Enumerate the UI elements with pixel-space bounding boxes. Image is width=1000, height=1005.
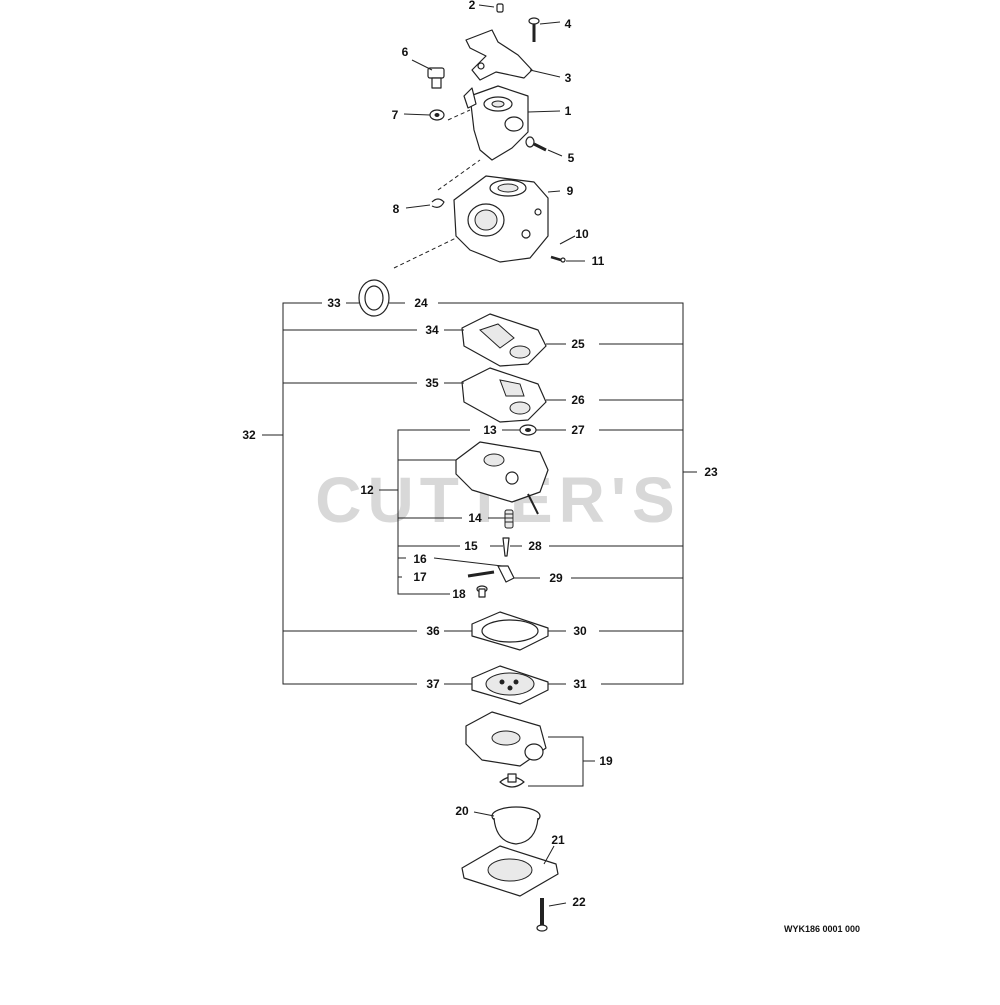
label-part-32: 32: [242, 428, 256, 442]
part-31-diaphragm: [471, 665, 549, 705]
part-17-pin-shaft: [467, 570, 495, 578]
label-part-26: 26: [571, 393, 585, 407]
part-8-clip: [431, 198, 445, 208]
label-part-33: 33: [327, 296, 341, 310]
label-part-25: 25: [571, 337, 585, 351]
part-2-pin: [496, 3, 504, 13]
part-3-bracket: [465, 29, 533, 81]
label-part-5: 5: [568, 151, 575, 165]
label-part-36: 36: [426, 624, 440, 638]
part-27-cup: [519, 424, 537, 436]
label-part-35: 35: [425, 376, 439, 390]
label-part-6: 6: [402, 45, 409, 59]
part-5-screw: [525, 136, 547, 152]
label-part-16: 16: [413, 552, 427, 566]
part-21-retainer-plate: [461, 845, 559, 897]
part-30-gasket: [471, 611, 549, 651]
label-part-22: 22: [572, 895, 586, 909]
bracket-lines: [262, 302, 697, 787]
label-part-30: 30: [573, 624, 587, 638]
label-part-13: 13: [483, 423, 497, 437]
label-part-8: 8: [393, 202, 400, 216]
label-part-7: 7: [392, 108, 399, 122]
label-part-4: 4: [565, 17, 572, 31]
part-25-gasket: [461, 313, 547, 367]
label-part-1: 1: [565, 104, 572, 118]
label-part-34: 34: [425, 323, 439, 337]
part-22-bolt: [536, 898, 548, 932]
part-28-needle: [502, 537, 510, 557]
label-part-20: 20: [455, 804, 469, 818]
part-number-labels: 2 4 3 6 7 1 5 8 9 10 11 33 24 34 25 35 2…: [242, 0, 718, 909]
part-9-carburetor-body: [453, 175, 549, 263]
part-29-lever: [497, 565, 515, 583]
leader-lines: [346, 4, 585, 907]
label-part-19: 19: [599, 754, 613, 768]
label-part-18: 18: [452, 587, 466, 601]
part-10-11-adjust-screws: [550, 255, 566, 263]
drawing-code: WYK186 0001 000: [784, 924, 860, 934]
part-26-gasket: [461, 367, 547, 423]
part-14-spring: [504, 509, 514, 529]
label-part-14: 14: [468, 511, 482, 525]
label-part-21: 21: [551, 833, 565, 847]
label-part-11: 11: [592, 254, 605, 268]
label-part-12: 12: [360, 483, 374, 497]
label-part-17: 17: [413, 570, 427, 584]
label-part-9: 9: [567, 184, 574, 198]
part-6-plug: [427, 67, 445, 89]
label-part-31: 31: [573, 677, 587, 691]
label-part-3: 3: [565, 71, 572, 85]
label-part-2: 2: [469, 0, 476, 12]
label-part-23: 23: [704, 465, 718, 479]
label-part-15: 15: [464, 539, 478, 553]
part-20-primer-bulb: [491, 806, 541, 845]
part-7-washer: [429, 109, 445, 121]
label-part-28: 28: [528, 539, 542, 553]
part-12-metering-body: [455, 441, 549, 515]
part-33-seal-ring: [358, 279, 390, 317]
label-part-29: 29: [549, 571, 563, 585]
label-part-27: 27: [571, 423, 585, 437]
part-1-body: [463, 85, 529, 161]
label-part-37: 37: [426, 677, 440, 691]
part-19-pump-cover: [465, 711, 547, 788]
label-part-10: 10: [575, 227, 589, 241]
label-part-24: 24: [414, 296, 428, 310]
part-18-screw: [476, 585, 488, 598]
part-4-screw: [528, 17, 540, 42]
